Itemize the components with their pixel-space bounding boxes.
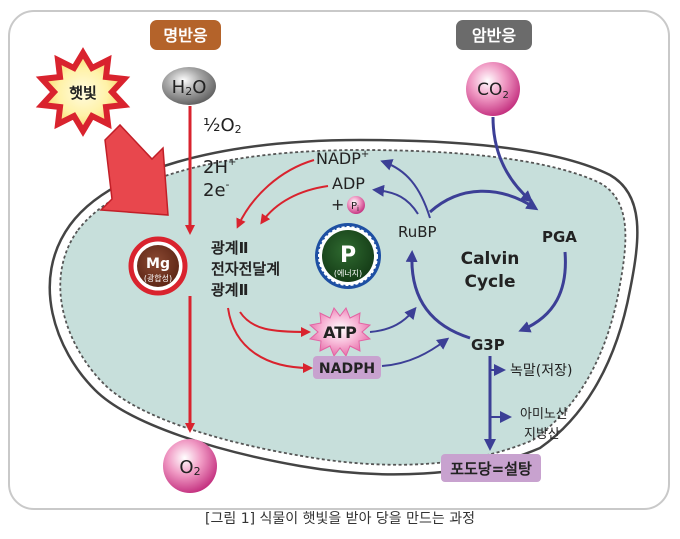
pi-label: Pi [351,201,359,213]
atp-label: ATP [323,323,357,342]
two-e-label: 2e- [203,178,230,201]
cycle-to-nadp-arrow [380,159,431,219]
fatty-acid-label: 지방산 [524,427,560,442]
to-atp-arrow [239,311,311,337]
half-o2-label: ½O2 [203,115,242,136]
glucose-label: 포도당=설탕 [450,460,532,478]
atp-to-cycle-arrow [369,306,417,333]
mg-core [137,245,179,287]
p-energy-core [322,230,374,282]
photosystem-bottom-label: 광계Ⅱ [211,281,248,299]
amino-acid-label: 아미노산 [520,407,568,422]
co2-sphere [466,62,520,116]
figure-caption-text: [그림 1] 식물이 햇빛을 받아 당을 만드는 과정 [195,511,485,527]
p-energy-label: P [340,243,356,268]
sunlight-label: 햇빛 [69,84,97,102]
rubp-to-pga-arrow [428,189,539,214]
light-reaction-label: 명반응 [163,26,207,45]
g3p-to-rubp-arrow [405,250,471,340]
light-reaction-badge [150,20,221,50]
sunlight-icon [35,47,131,137]
calvin-label-line1: Calvin [461,249,520,269]
mg-sublabel: (광합성) [144,273,172,283]
nadph-box [313,356,381,379]
adp-label: ADP [332,174,365,193]
mg-label: Mg [146,256,170,272]
h2o-label: H2O [172,77,207,98]
co2-label: CO2 [477,80,509,101]
figure-frame [8,10,670,510]
dark-reaction-badge [456,20,532,50]
o2-sphere [163,439,217,493]
starch-label: 녹말(저장) [510,363,572,379]
sunlight-arrow [99,123,169,216]
chloroplast-inner [59,149,627,466]
rubp-label: RuBP [398,223,437,241]
nadp-label: NADP+ [316,149,369,168]
nadph-to-cycle-arrow [381,337,450,367]
two-h-label: 2H+ [203,157,236,178]
electron-transport-label: 전자전달계 [211,260,280,278]
plus-label: + [331,195,344,214]
nadph-label: NADPH [319,361,375,377]
figure-caption: [그림 1] 식물이 햇빛을 받아 당을 만드는 과정 [0,508,680,528]
atp-burst [308,306,372,358]
pga-label: PGA [542,228,577,246]
photosystem-top-label: 광계Ⅱ [211,239,248,257]
cycle-to-adp-arrow [372,184,419,215]
pi-sphere [347,196,365,214]
co2-to-pga-arrow [491,116,534,203]
glucose-box [441,454,541,482]
mg-dashed-ring [133,241,183,291]
o2-label: O2 [179,457,200,478]
g3p-label: G3P [471,336,505,354]
dark-reaction-label: 암반응 [472,26,516,45]
p-energy-sublabel: (에너지) [334,268,362,278]
nadp-return-arrow [236,159,315,229]
to-nadph-arrow [227,307,313,373]
adp-return-arrow [260,185,329,225]
h2o-sphere [162,67,216,105]
pga-to-g3p-arrow [518,251,567,333]
calvin-label-line2: Cycle [465,272,516,292]
